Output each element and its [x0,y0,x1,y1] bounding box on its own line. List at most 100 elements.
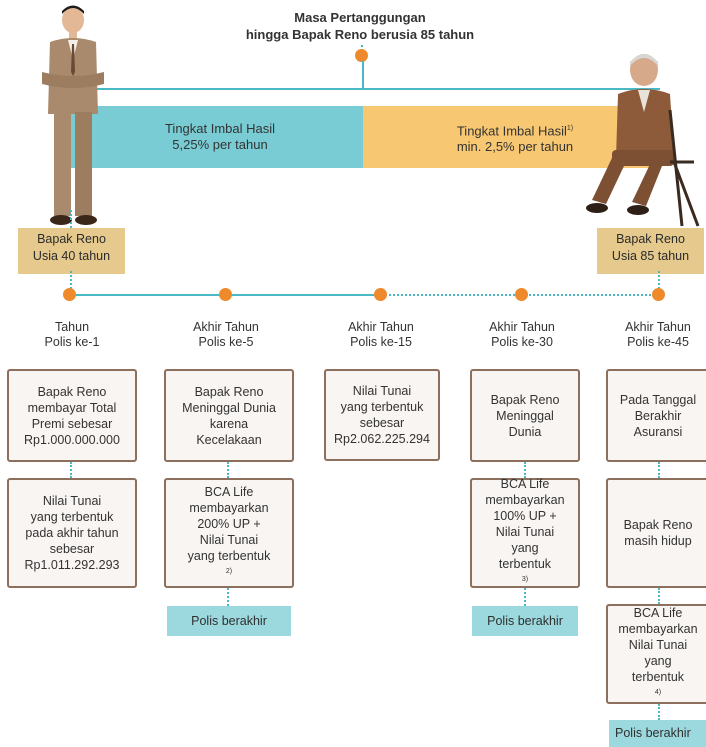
col5-head-line1: Akhir Tahun [625,320,691,334]
col5-box1: Pada Tanggal Berakhir Asuransi [606,369,706,462]
col1-head-line1: Tahun [54,320,90,334]
yield-band-right [363,106,653,168]
col4-box1-text: Bapak Reno Meninggal Dunia [491,392,560,440]
col4-box1-line: Bapak Reno [490,392,560,407]
col3-head-line1: Akhir Tahun [348,320,414,334]
col2-box1-line: karena [209,416,249,431]
coverage-title-line2: hingga Bapak Reno berusia 85 tahun [245,27,475,42]
footnote-4: 4) [654,688,662,696]
col1-box2-line: Rp1.011.292.293 [24,558,120,572]
yield-left-line2: 5,25% per tahun [172,137,268,152]
col2-head-line2: Polis ke-5 [198,335,254,349]
col4-box2-line: Nilai Tunai [495,524,555,539]
col5-connector-2 [658,588,660,604]
col1-box2: Nilai Tunai yang terbentuk pada akhir ta… [7,478,137,588]
col2-box2-last: yang terbentuk [187,548,271,563]
col4-connector [524,462,526,478]
col4-box1-line: Meninggal [496,408,554,423]
col1-box1-line: Bapak Reno [37,384,107,399]
col2-box1-line: Bapak Reno [194,384,264,399]
yield-right-text: Tingkat Imbal Hasil1) min. 2,5% per tahu… [400,121,630,155]
col5-box2-line: Bapak Reno [623,518,693,532]
col1-box2-line: yang terbentuk [30,510,114,524]
col2-box2-line: 200% UP + [197,516,261,531]
col3-head-line2: Polis ke-15 [350,335,412,349]
col-head-4: Akhir Tahun Polis ke-30 [472,320,572,350]
col1-box1-line: membayar Total [27,400,117,415]
col2-head-line1: Akhir Tahun [193,320,259,334]
col1-box1: Bapak Reno membayar Total Premi sebesar … [7,369,137,462]
yield-right-line2: min. 2,5% per tahun [456,139,574,155]
col4-head-line2: Polis ke-30 [491,335,553,349]
col1-box1-line: Rp1.000.000.000 [24,432,120,447]
young-timeline-connector [70,271,72,289]
col2-box1-line: Meninggal Dunia [182,400,276,415]
col4-box2-line: 100% UP + [493,508,557,523]
col5-box3-line: BCA Life [633,605,683,620]
col5-box2-text: Bapak Reno masih hidup [624,517,693,549]
yield-left-line1: Tingkat Imbal Hasil [164,121,276,136]
old-timeline-connector [658,271,660,289]
coverage-title-line1: Masa Pertanggungan [294,10,426,25]
old-label-line1: Bapak Reno [616,232,685,246]
col3-box1-line: sebesar [359,416,405,430]
col4-head-line1: Akhir Tahun [489,320,555,334]
young-person-label: Bapak Reno Usia 40 tahun [18,228,125,274]
coverage-dot [355,49,368,62]
col1-box2-line: Nilai Tunai [42,494,102,508]
col5-head-line2: Polis ke-45 [627,335,689,349]
col4-box2-line: membayarkan [485,492,565,507]
col5-policy-ended-tag: Polis berakhir [609,720,706,747]
col5-box3-line: membayarkan [618,621,698,636]
col5-box3-line: yang [644,653,672,668]
col1-connector [70,462,72,478]
young-label-connector [70,210,72,228]
col2-box2-line: membayarkan [189,500,269,515]
col5-box1-line: Pada Tanggal [619,392,697,407]
col-head-1: Tahun Polis ke-1 [22,320,122,350]
col1-box2-line: pada akhir tahun [25,526,119,540]
col5-box3-line: Nilai Tunai [628,637,688,652]
col4-box1-line: Dunia [508,424,542,439]
col2-policy-ended-tag: Polis berakhir [167,606,291,636]
col5-box3: BCA Life membayarkan Nilai Tunai yang te… [606,604,706,704]
col2-tag-connector [227,588,229,606]
col1-box1-line: Premi sebesar [31,416,113,431]
col4-box2-line: yang [511,540,539,555]
coverage-title: Masa Pertanggungan hingga Bapak Reno ber… [200,9,520,43]
footnote-3: 3) [521,575,529,583]
timeline-dot-45 [652,288,665,301]
young-label-line2: Usia 40 tahun [32,249,111,263]
col2-box2-text: BCA Life membayarkan 200% UP + Nilai Tun… [188,484,271,582]
col2-box1-text: Bapak Reno Meninggal Dunia karena Kecela… [182,384,276,448]
col4-box2-line: BCA Life [500,476,550,491]
col1-box1-text: Bapak Reno membayar Total Premi sebesar … [24,384,120,448]
col5-box1-text: Pada Tanggal Berakhir Asuransi [620,392,696,440]
col1-box2-line: sebesar [49,542,95,556]
old-person-label: Bapak Reno Usia 85 tahun [597,228,704,274]
col4-policy-ended-tag: Polis berakhir [472,606,578,636]
col5-box1-line: Berakhir [634,408,682,423]
footnote-1: 1) [566,125,574,132]
col1-box2-text: Nilai Tunai yang terbentuk pada akhir ta… [25,493,120,573]
col1-head-line2: Polis ke-1 [44,335,100,349]
col2-box1-line: Kecelakaan [196,432,262,447]
col2-box2-line: Nilai Tunai [199,532,259,547]
old-label-line2: Usia 85 tahun [611,249,690,263]
col5-box2: Bapak Reno masih hidup [606,478,706,588]
col4-box1: Bapak Reno Meninggal Dunia [470,369,580,462]
col2-box2-line: BCA Life [204,484,254,499]
col5-tag-connector [658,704,660,720]
col-head-2: Akhir Tahun Polis ke-5 [176,320,276,350]
col4-tag-connector [524,588,526,606]
col3-box1-line: Rp2.062.225.294 [334,432,430,446]
col4-box2: BCA Life membayarkan 100% UP + Nilai Tun… [470,476,580,588]
coverage-line [72,88,660,90]
timeline-dot-30 [515,288,528,301]
young-label-line1: Bapak Reno [37,232,106,246]
yield-left-text: Tingkat Imbal Hasil 5,25% per tahun [110,121,330,153]
timeline-dot-15 [374,288,387,301]
col5-box3-text: BCA Life membayarkan Nilai Tunai yang te… [618,605,697,703]
timeline-dot-5 [219,288,232,301]
